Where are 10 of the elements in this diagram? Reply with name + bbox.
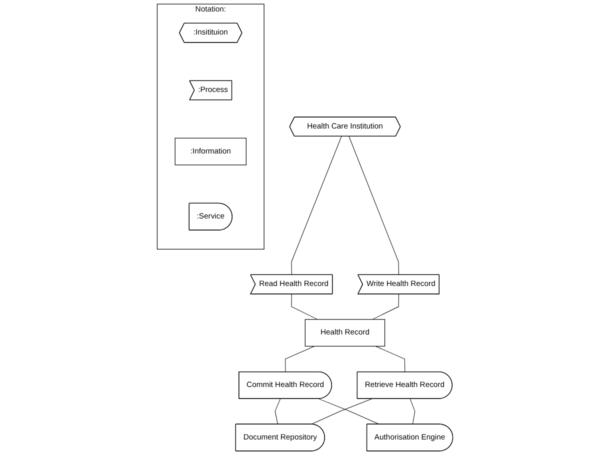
connector xyxy=(375,346,406,372)
connector xyxy=(372,294,400,320)
connector xyxy=(274,398,281,425)
connector xyxy=(348,136,400,276)
connector xyxy=(285,346,315,372)
connector xyxy=(310,398,372,425)
connector xyxy=(291,294,318,320)
connector xyxy=(318,398,380,425)
connector xyxy=(291,136,342,276)
connector xyxy=(410,398,416,425)
